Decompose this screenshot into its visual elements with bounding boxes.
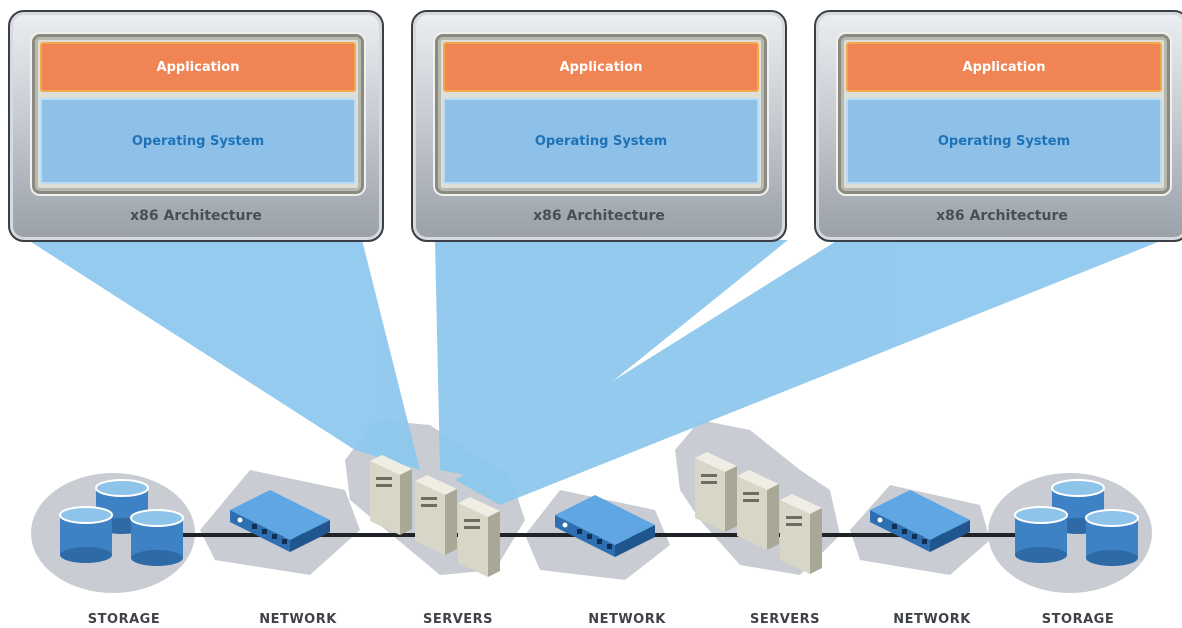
projection-beams <box>28 240 1163 505</box>
storage-label: STORAGE <box>87 612 161 627</box>
server-group-1 <box>370 455 500 577</box>
application-layer: Application <box>846 42 1162 92</box>
architecture-label: x86 Architecture <box>533 208 665 224</box>
vm-stack: Application Operating System <box>435 34 767 194</box>
server-group-2 <box>695 452 822 574</box>
network-switch-1 <box>230 490 330 552</box>
network-label: NETWORK <box>588 612 666 627</box>
virtual-machine-2: Application Operating System x86 Archite… <box>411 10 787 242</box>
network-switch-2 <box>555 495 655 557</box>
application-layer: Application <box>443 42 759 92</box>
virtual-machine-1: Application Operating System x86 Archite… <box>8 10 384 242</box>
operating-system-layer: Operating System <box>846 98 1162 184</box>
vm-stack: Application Operating System <box>838 34 1170 194</box>
application-layer: Application <box>40 42 356 92</box>
network-switch-3 <box>870 490 970 552</box>
architecture-label: x86 Architecture <box>936 208 1068 224</box>
servers-label: SERVERS <box>422 612 494 627</box>
operating-system-layer: Operating System <box>443 98 759 184</box>
storage-cluster-right <box>1014 479 1139 566</box>
network-label: NETWORK <box>893 612 971 627</box>
storage-cluster-left <box>59 479 184 566</box>
vm-stack: Application Operating System <box>32 34 364 194</box>
storage-label: STORAGE <box>1041 612 1115 627</box>
servers-label: SERVERS <box>749 612 821 627</box>
operating-system-layer: Operating System <box>40 98 356 184</box>
architecture-label: x86 Architecture <box>130 208 262 224</box>
virtual-machine-3: Application Operating System x86 Archite… <box>814 10 1182 242</box>
network-label: NETWORK <box>259 612 337 627</box>
